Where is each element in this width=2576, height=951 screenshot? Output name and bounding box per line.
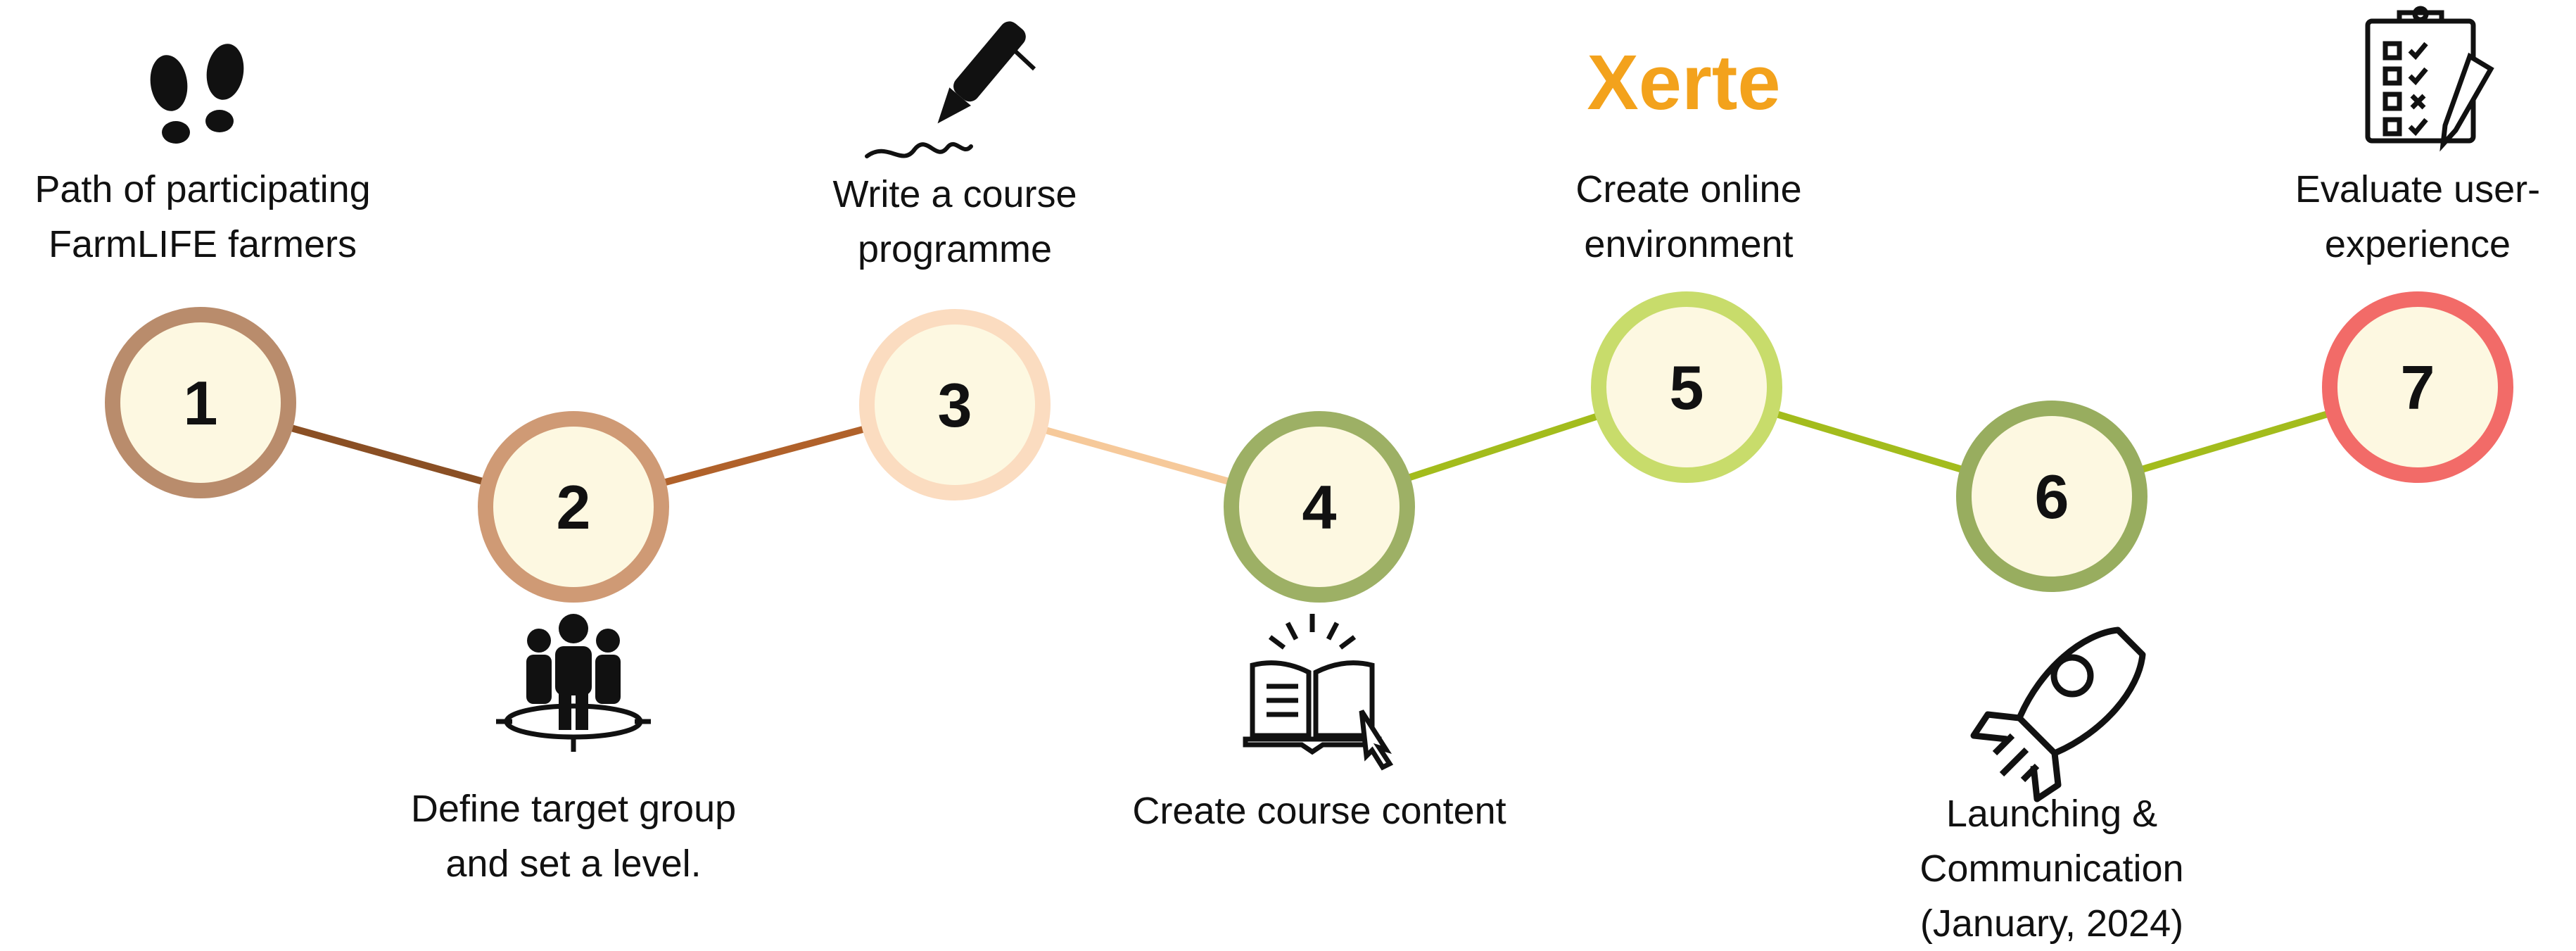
rocket-icon [1970,626,2146,802]
step-7-circle [2322,291,2513,483]
step-6-circle [1956,401,2147,592]
step-3-label-line-2: programme [857,228,1053,270]
step-2-circle [478,411,669,603]
step-3-label-line-1: Write a course [832,173,1077,215]
step-7-label-line-2: experience [2324,223,2511,265]
step-6-label-line-3: (January, 2024) [1920,902,2184,945]
step-5-label-line-2: environment [1584,223,1794,265]
step-4-circle [1224,411,1415,603]
step-4-label: Create course content [1132,783,1506,838]
step-2-label-line-1: Define target group [410,788,737,830]
step-5-label: Create online environment [1575,162,1801,272]
step-7-label-line-1: Evaluate user- [2295,168,2541,210]
step-1-number: 1 [184,368,218,438]
step-2-label: Define target group and set a level. [411,781,736,891]
target-group-icon [496,614,651,752]
step-6-number: 6 [2035,462,2069,531]
step-7-label: Evaluate user- experience [2295,162,2540,272]
step-3-label: Write a course programme [832,167,1077,277]
step-3-number: 3 [938,370,972,440]
step-4-number: 4 [1302,472,1337,542]
step-7-node: 7 [2322,291,2513,483]
step-6-label-line-2: Communication [1920,848,2184,890]
step-3-circle [859,309,1051,500]
pen-signature-icon [865,21,1036,158]
step-7-number: 7 [2401,353,2435,422]
step-2-node: 2 [478,411,669,603]
step-5-number: 5 [1670,353,1704,422]
step-5-label-line-1: Create online [1575,168,1802,210]
step-6-node: 6 [1956,401,2147,592]
open-book-cursor-icon [1243,614,1394,771]
footprints-icon [150,44,244,144]
step-1-label: Path of participating FarmLIFE farmers [34,162,370,272]
step-6-label-line-1: Launching & [1946,793,2158,835]
step-4-label-line-1: Create course content [1132,790,1506,832]
xerte-logo: Xerte [1587,39,1780,126]
step-1-label-line-2: FarmLIFE farmers [48,223,357,265]
step-5-circle [1591,291,1782,483]
step-1-node: 1 [105,307,296,498]
step-4-node: 4 [1224,411,1415,603]
step-2-label-line-2: and set a level. [445,843,702,885]
step-6-label: Launching & Communication (January, 2024… [1920,786,2183,951]
step-circles: 1 2 3 4 5 6 7 [105,291,2513,603]
step-3-node: 3 [859,309,1051,500]
step-1-label-line-1: Path of participating [34,168,371,210]
step-5-node: 5 [1591,291,1782,483]
checklist-clipboard-icon [2365,6,2494,152]
step-2-number: 2 [557,472,591,542]
step-1-circle [105,307,296,498]
